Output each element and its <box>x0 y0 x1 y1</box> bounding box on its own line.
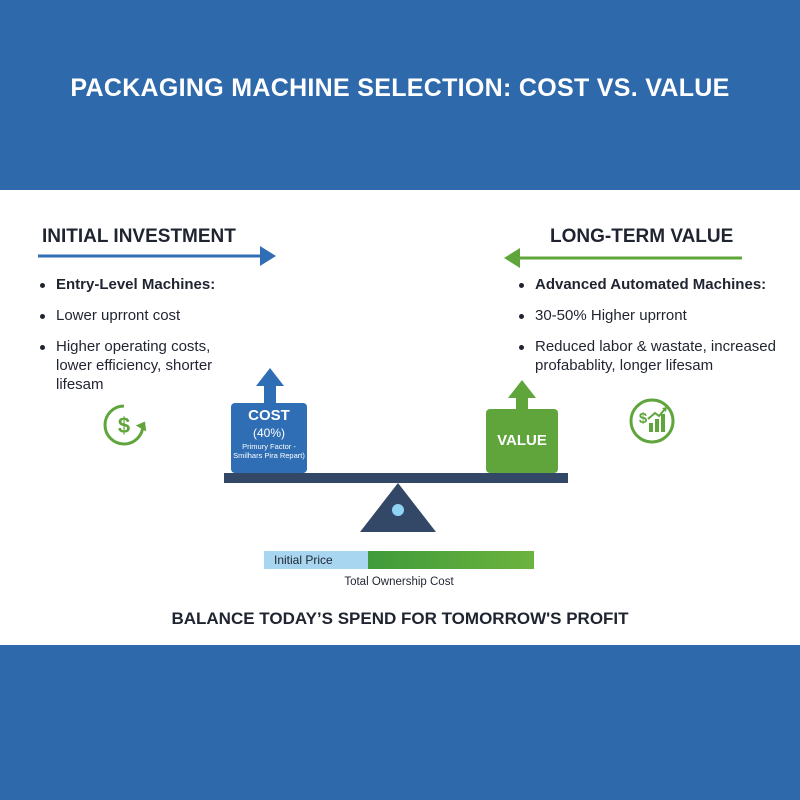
right-arrow-icon <box>38 246 276 266</box>
initial-price-label: Initial Price <box>274 553 333 567</box>
footer-band <box>0 645 800 800</box>
list-item: Higher operating costs, lower efficiency… <box>38 337 238 394</box>
scale-beam <box>224 473 568 483</box>
initial-price-segment <box>264 551 368 569</box>
growth-chart-icon: $ <box>629 398 675 444</box>
tagline: BALANCE TODAY’S SPEND FOR TOMORROW'S PRO… <box>171 609 629 628</box>
cost-note: Primury Factor - Smilhars Pira Repart) <box>233 442 305 460</box>
cost-percent: (40%) <box>252 426 285 440</box>
svg-text:$: $ <box>639 410 648 427</box>
list-item: Entry-Level Machines: <box>38 275 238 294</box>
initial-investment-heading: INITIAL INVESTMENT <box>42 226 236 247</box>
list-item: 30-50% Higher uprront <box>517 306 787 325</box>
cost-label: COST <box>248 407 290 424</box>
initial-investment-list: Entry-Level Machines: Lower uprront cost… <box>38 275 238 406</box>
balance-scale <box>224 368 568 532</box>
cost-box: COST (40%) Primury Factor - Smilhars Pir… <box>231 403 307 473</box>
long-term-value-heading: LONG-TERM VALUE <box>550 226 734 247</box>
long-term-value-list: Advanced Automated Machines: 30-50% High… <box>517 275 787 387</box>
left-arrow-icon <box>504 248 742 268</box>
cost-up-arrow-icon <box>256 368 284 403</box>
value-up-arrow-icon <box>508 380 536 409</box>
header-band <box>0 0 800 190</box>
list-item: Reduced labor & wastate, increased profa… <box>517 337 787 375</box>
page-title: PACKAGING MACHINE SELECTION: COST VS. VA… <box>70 74 730 102</box>
ownership-caption: Total Ownership Cost <box>344 576 454 588</box>
list-item: Advanced Automated Machines: <box>517 275 787 294</box>
dollar-cycle-icon: $ <box>103 404 147 446</box>
list-item: Lower uprront cost <box>38 306 238 325</box>
value-box: VALUE <box>486 409 558 473</box>
long-term-segment <box>368 551 534 569</box>
ownership-bar: Initial Price <box>264 551 534 569</box>
svg-text:$: $ <box>118 413 130 438</box>
